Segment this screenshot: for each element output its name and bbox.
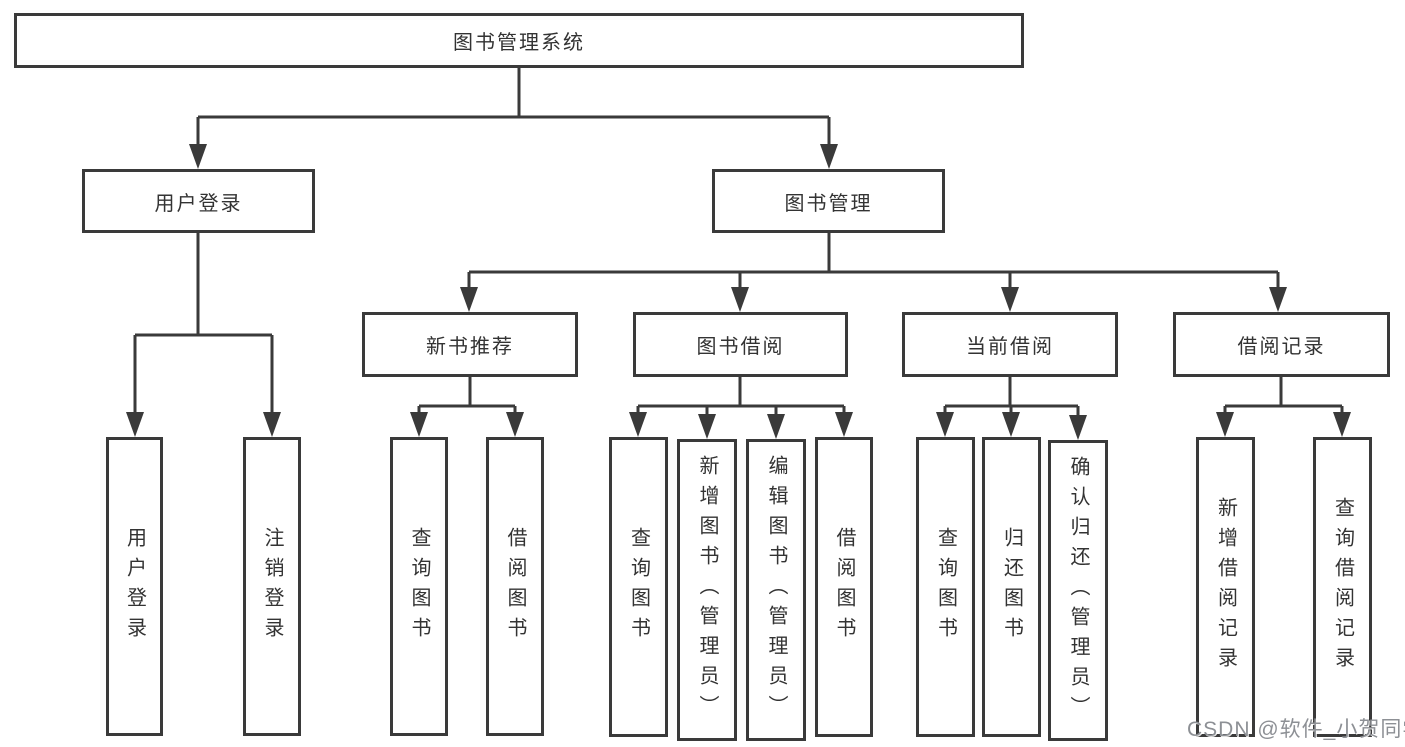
csdn-watermark: CSDN @软件_小贺同学 <box>1187 718 1405 741</box>
connector-root-to-level2 <box>189 68 838 169</box>
node-leaf-return-book: 归还图书 <box>982 437 1041 737</box>
node-leaf-add-borrow-record-label: 新增借阅记录 <box>1214 497 1237 677</box>
connector-recommend-to-leaves <box>410 377 524 437</box>
node-leaf-borrow-books-recommend: 借阅图书 <box>486 437 544 736</box>
node-borrowing-records-label: 借阅记录 <box>1237 336 1326 358</box>
node-leaf-borrow-books-borrowing: 借阅图书 <box>815 437 873 737</box>
node-leaf-confirm-return-admin-label: 确认归还（管理员） <box>1067 455 1089 726</box>
node-leaf-query-books-borrowing-label: 查询图书 <box>627 527 650 647</box>
node-leaf-logout: 注销登录 <box>243 437 301 736</box>
node-leaf-query-borrow-record: 查询借阅记录 <box>1313 437 1372 737</box>
node-book-management-branch: 图书管理 <box>712 169 945 233</box>
node-user-login-branch: 用户登录 <box>82 169 315 233</box>
node-current-borrowing: 当前借阅 <box>902 312 1118 377</box>
node-leaf-return-book-label: 归还图书 <box>1000 527 1023 647</box>
node-leaf-borrow-books-borrowing-label: 借阅图书 <box>833 527 855 647</box>
node-leaf-logout-label: 注销登录 <box>261 526 283 647</box>
node-leaf-query-books-current-label: 查询图书 <box>934 527 957 647</box>
node-book-borrowing-label: 图书借阅 <box>696 336 785 358</box>
node-leaf-edit-book-admin-label: 编辑图书（管理员） <box>765 455 787 725</box>
node-new-book-recommend-label: 新书推荐 <box>426 336 514 358</box>
node-leaf-query-books-borrowing: 查询图书 <box>609 437 668 737</box>
node-leaf-borrow-books-recommend-label: 借阅图书 <box>504 526 526 647</box>
node-leaf-add-borrow-record: 新增借阅记录 <box>1196 437 1255 737</box>
node-current-borrowing-label: 当前借阅 <box>966 336 1054 358</box>
node-leaf-query-books-recommend: 查询图书 <box>390 437 448 736</box>
node-leaf-query-borrow-record-label: 查询借阅记录 <box>1331 497 1354 677</box>
node-leaf-user-login: 用户登录 <box>106 437 163 736</box>
connector-current-to-leaves <box>936 377 1087 440</box>
node-new-book-recommend: 新书推荐 <box>362 312 578 377</box>
node-user-login-branch-label: 用户登录 <box>154 192 243 215</box>
node-leaf-confirm-return-admin: 确认归还（管理员） <box>1048 440 1108 741</box>
node-root-system-label: 图书管理系统 <box>453 32 585 54</box>
node-leaf-query-books-recommend-label: 查询图书 <box>408 526 430 647</box>
connector-borrowing-to-leaves <box>629 377 853 439</box>
node-leaf-query-books-current: 查询图书 <box>916 437 975 737</box>
node-root-system: 图书管理系统 <box>14 13 1024 68</box>
connector-login-to-leaves <box>126 233 281 437</box>
node-borrowing-records: 借阅记录 <box>1173 312 1390 377</box>
node-leaf-edit-book-admin: 编辑图书（管理员） <box>746 439 806 741</box>
connector-mgmt-to-level3 <box>460 233 1287 312</box>
node-leaf-add-book-admin-label: 新增图书（管理员） <box>696 455 718 725</box>
node-book-borrowing: 图书借阅 <box>633 312 848 377</box>
node-leaf-user-login-label: 用户登录 <box>123 526 146 647</box>
connector-records-to-leaves <box>1216 377 1351 437</box>
node-leaf-add-book-admin: 新增图书（管理员） <box>677 439 737 741</box>
node-book-management-branch-label: 图书管理 <box>784 192 873 215</box>
